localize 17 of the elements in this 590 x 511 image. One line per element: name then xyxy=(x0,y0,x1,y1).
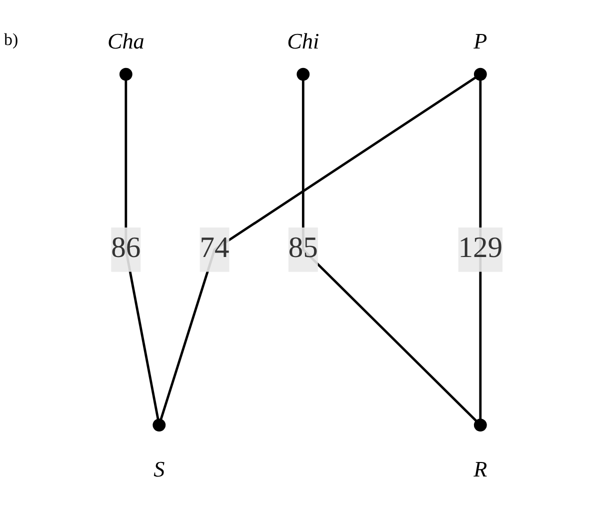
node-caption: Chi xyxy=(287,28,320,54)
edge-line xyxy=(160,76,476,420)
node-dot xyxy=(152,418,166,432)
panel-label: b) xyxy=(4,30,18,49)
edge-label: 86 xyxy=(111,228,141,272)
edge-label: 74 xyxy=(200,228,230,272)
node-dot xyxy=(474,68,487,81)
node-dot xyxy=(296,68,310,81)
node-caption: S xyxy=(154,456,165,482)
node-caption: Cha xyxy=(107,28,144,54)
node-caption: R xyxy=(474,456,488,482)
edge-label: 85 xyxy=(288,228,318,272)
node-dot xyxy=(474,418,487,432)
edge-label: 129 xyxy=(458,228,503,272)
edge-line xyxy=(302,80,478,422)
node-dot xyxy=(119,68,132,81)
node-caption: P xyxy=(474,28,488,54)
